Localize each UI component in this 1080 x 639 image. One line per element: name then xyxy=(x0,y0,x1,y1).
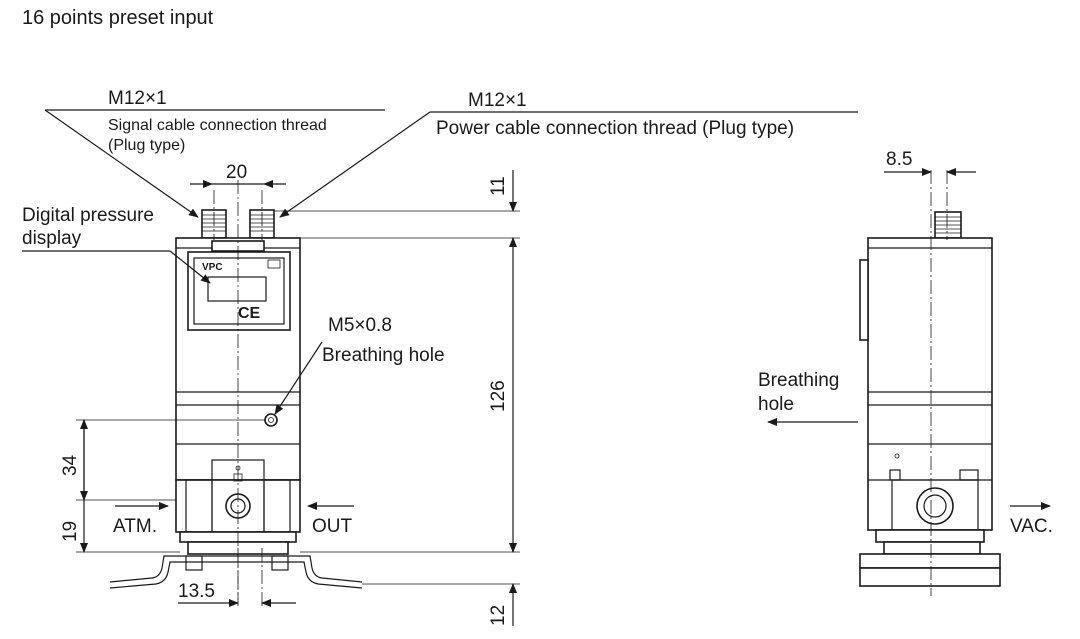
breathing-hole-callout: M5×0.8 Breathing hole xyxy=(274,315,445,415)
power-cable-callout: M12×1 Power cable connection thread (Plu… xyxy=(279,90,858,218)
dim-34-label: 34 xyxy=(60,454,81,476)
display-screen xyxy=(207,276,267,302)
dim-126-label: 126 xyxy=(488,380,509,412)
front-view: VPC CE xyxy=(109,180,363,606)
display-callout: Digital pressure display xyxy=(22,205,211,284)
port-labels-front: ATM. OUT xyxy=(113,502,354,537)
mounting-bracket xyxy=(109,555,363,583)
side-body xyxy=(867,237,993,531)
dim-19-label: 19 xyxy=(60,521,81,542)
dim-12-label: 12 xyxy=(488,605,509,626)
ce-mark: CE xyxy=(238,305,261,322)
display-label-2: display xyxy=(22,228,82,249)
out-label: OUT xyxy=(312,516,353,537)
signal-thread-type: (Plug type) xyxy=(108,137,185,154)
signal-thread-spec: M12×1 xyxy=(108,88,167,109)
breathing-hole xyxy=(264,413,278,427)
side-view xyxy=(859,170,1001,596)
dim-side-offset: 8.5 xyxy=(884,149,976,176)
side-breathing-2: hole xyxy=(758,394,794,415)
signal-cable-callout: M12×1 Signal cable connection thread (Pl… xyxy=(44,88,385,218)
signal-thread-desc: Signal cable connection thread xyxy=(108,117,327,134)
dim-20-label: 20 xyxy=(226,162,247,183)
diagram-title: 16 points preset input xyxy=(22,7,214,29)
power-thread-spec: M12×1 xyxy=(468,90,527,111)
display-label-1: Digital pressure xyxy=(22,205,154,226)
atm-label: ATM. xyxy=(113,516,157,537)
side-breathing-1: Breathing xyxy=(758,370,839,391)
display-brand: VPC xyxy=(202,262,223,273)
dim-vertical-right: 11 126 12 xyxy=(274,170,520,626)
power-thread-desc: Power cable connection thread (Plug type… xyxy=(436,118,794,139)
vac-label: VAC. xyxy=(1010,516,1053,537)
dim-bracket-width: 13.5 xyxy=(178,581,296,607)
dim-vertical-left: 34 19 xyxy=(60,419,266,553)
dim-connector-pitch: 20 xyxy=(190,162,286,188)
breathing-spec: M5×0.8 xyxy=(328,315,392,336)
side-breathing-callout: Breathing hole xyxy=(758,370,858,426)
breathing-label: Breathing hole xyxy=(322,345,445,366)
digital-display-panel: VPC CE xyxy=(187,251,291,331)
dim-11-label: 11 xyxy=(488,176,509,196)
dim-8-5-label: 8.5 xyxy=(886,149,912,170)
dim-13-5-label: 13.5 xyxy=(178,581,215,602)
vac-port-callout: VAC. xyxy=(1010,502,1053,537)
